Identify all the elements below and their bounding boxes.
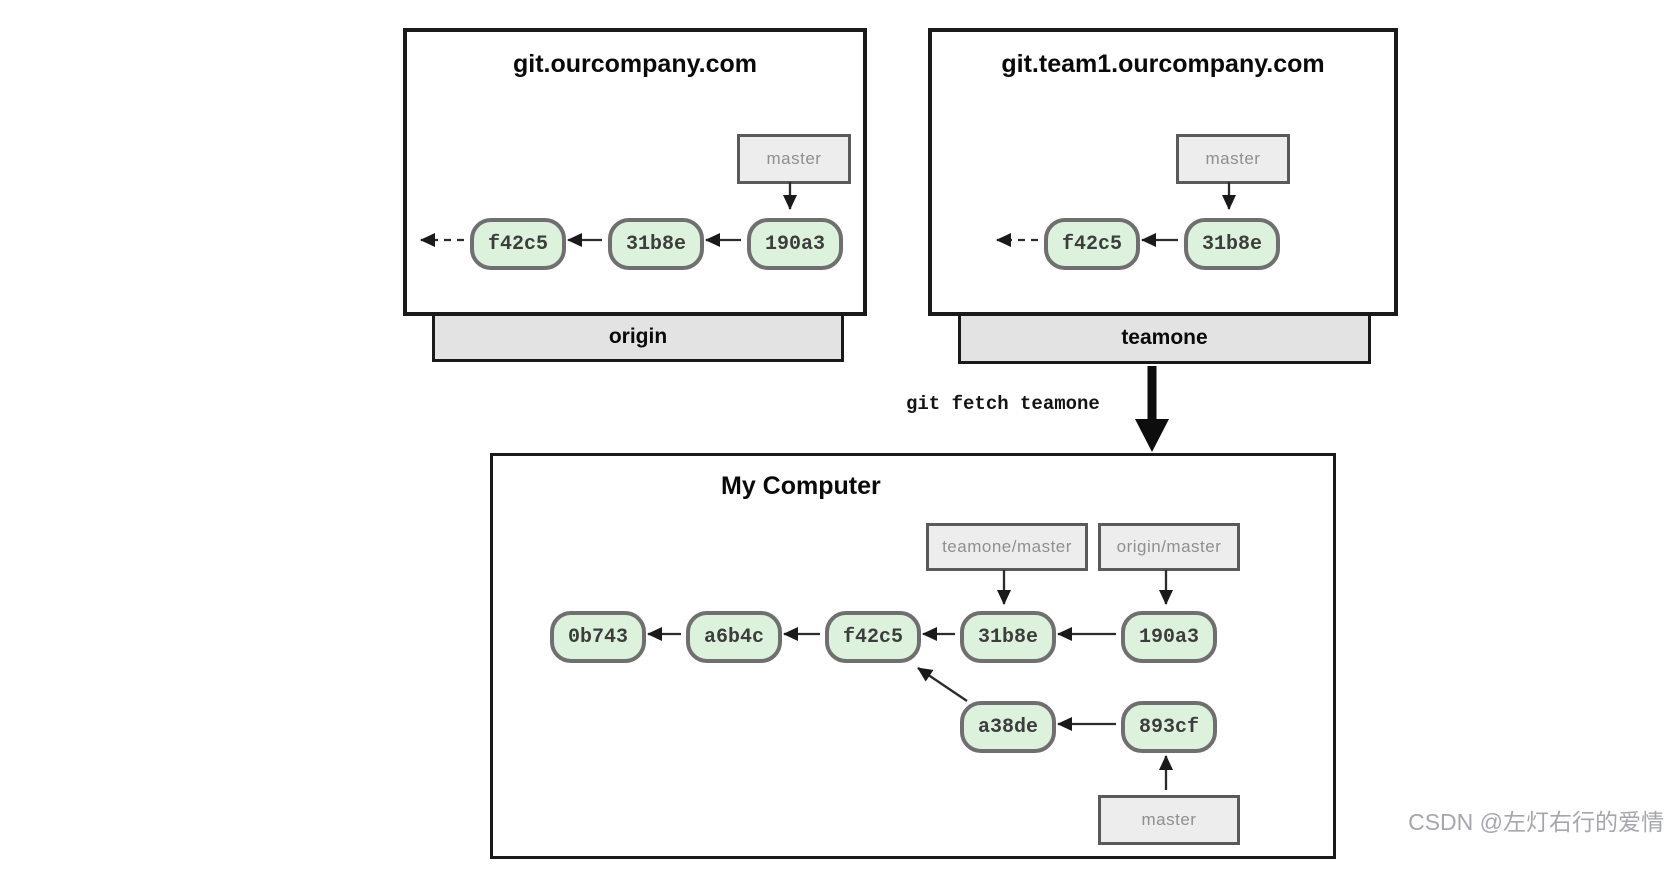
commit-node-f42c5: f42c5 — [1044, 218, 1140, 270]
branch-label-master-origin: master — [737, 134, 851, 184]
commit-node-190a3: 190a3 — [1121, 611, 1217, 663]
branch-label-teamone-master: teamone/master — [926, 523, 1088, 571]
commit-node-a38de: a38de — [960, 701, 1056, 753]
fetch-command-text: git fetch teamone — [906, 393, 1100, 415]
commit-node-f42c5: f42c5 — [470, 218, 566, 270]
commit-node-31b8e: 31b8e — [1184, 218, 1280, 270]
csdn-watermark: CSDN @左灯右行的爱情 — [1408, 809, 1664, 835]
branch-label-master-teamone: master — [1176, 134, 1290, 184]
remote-repo-teamone: git.team1.ourcompany.com master f42c5 31… — [928, 28, 1398, 316]
commit-node-0b743: 0b743 — [550, 611, 646, 663]
commit-node-31b8e: 31b8e — [608, 218, 704, 270]
commit-node-31b8e: 31b8e — [960, 611, 1056, 663]
local-repo-title: My Computer — [721, 472, 881, 500]
repo-title-teamone: git.team1.ourcompany.com — [1001, 50, 1325, 78]
repo-title-origin: git.ourcompany.com — [512, 50, 757, 78]
commit-node-f42c5: f42c5 — [825, 611, 921, 663]
fetch-arrow-head — [1135, 419, 1169, 452]
repo-tab-origin: origin — [432, 312, 844, 362]
branch-label-master-local: master — [1098, 795, 1240, 845]
repo-tab-teamone: teamone — [958, 312, 1371, 364]
local-repo-my-computer: My Computer teamone/master origin/master… — [490, 453, 1336, 859]
branch-label-origin-master: origin/master — [1098, 523, 1240, 571]
commit-node-190a3: 190a3 — [747, 218, 843, 270]
commit-node-893cf: 893cf — [1121, 701, 1217, 753]
commit-node-a6b4c: a6b4c — [686, 611, 782, 663]
remote-repo-origin: git.ourcompany.com master f42c5 31b8e 19… — [403, 28, 867, 316]
